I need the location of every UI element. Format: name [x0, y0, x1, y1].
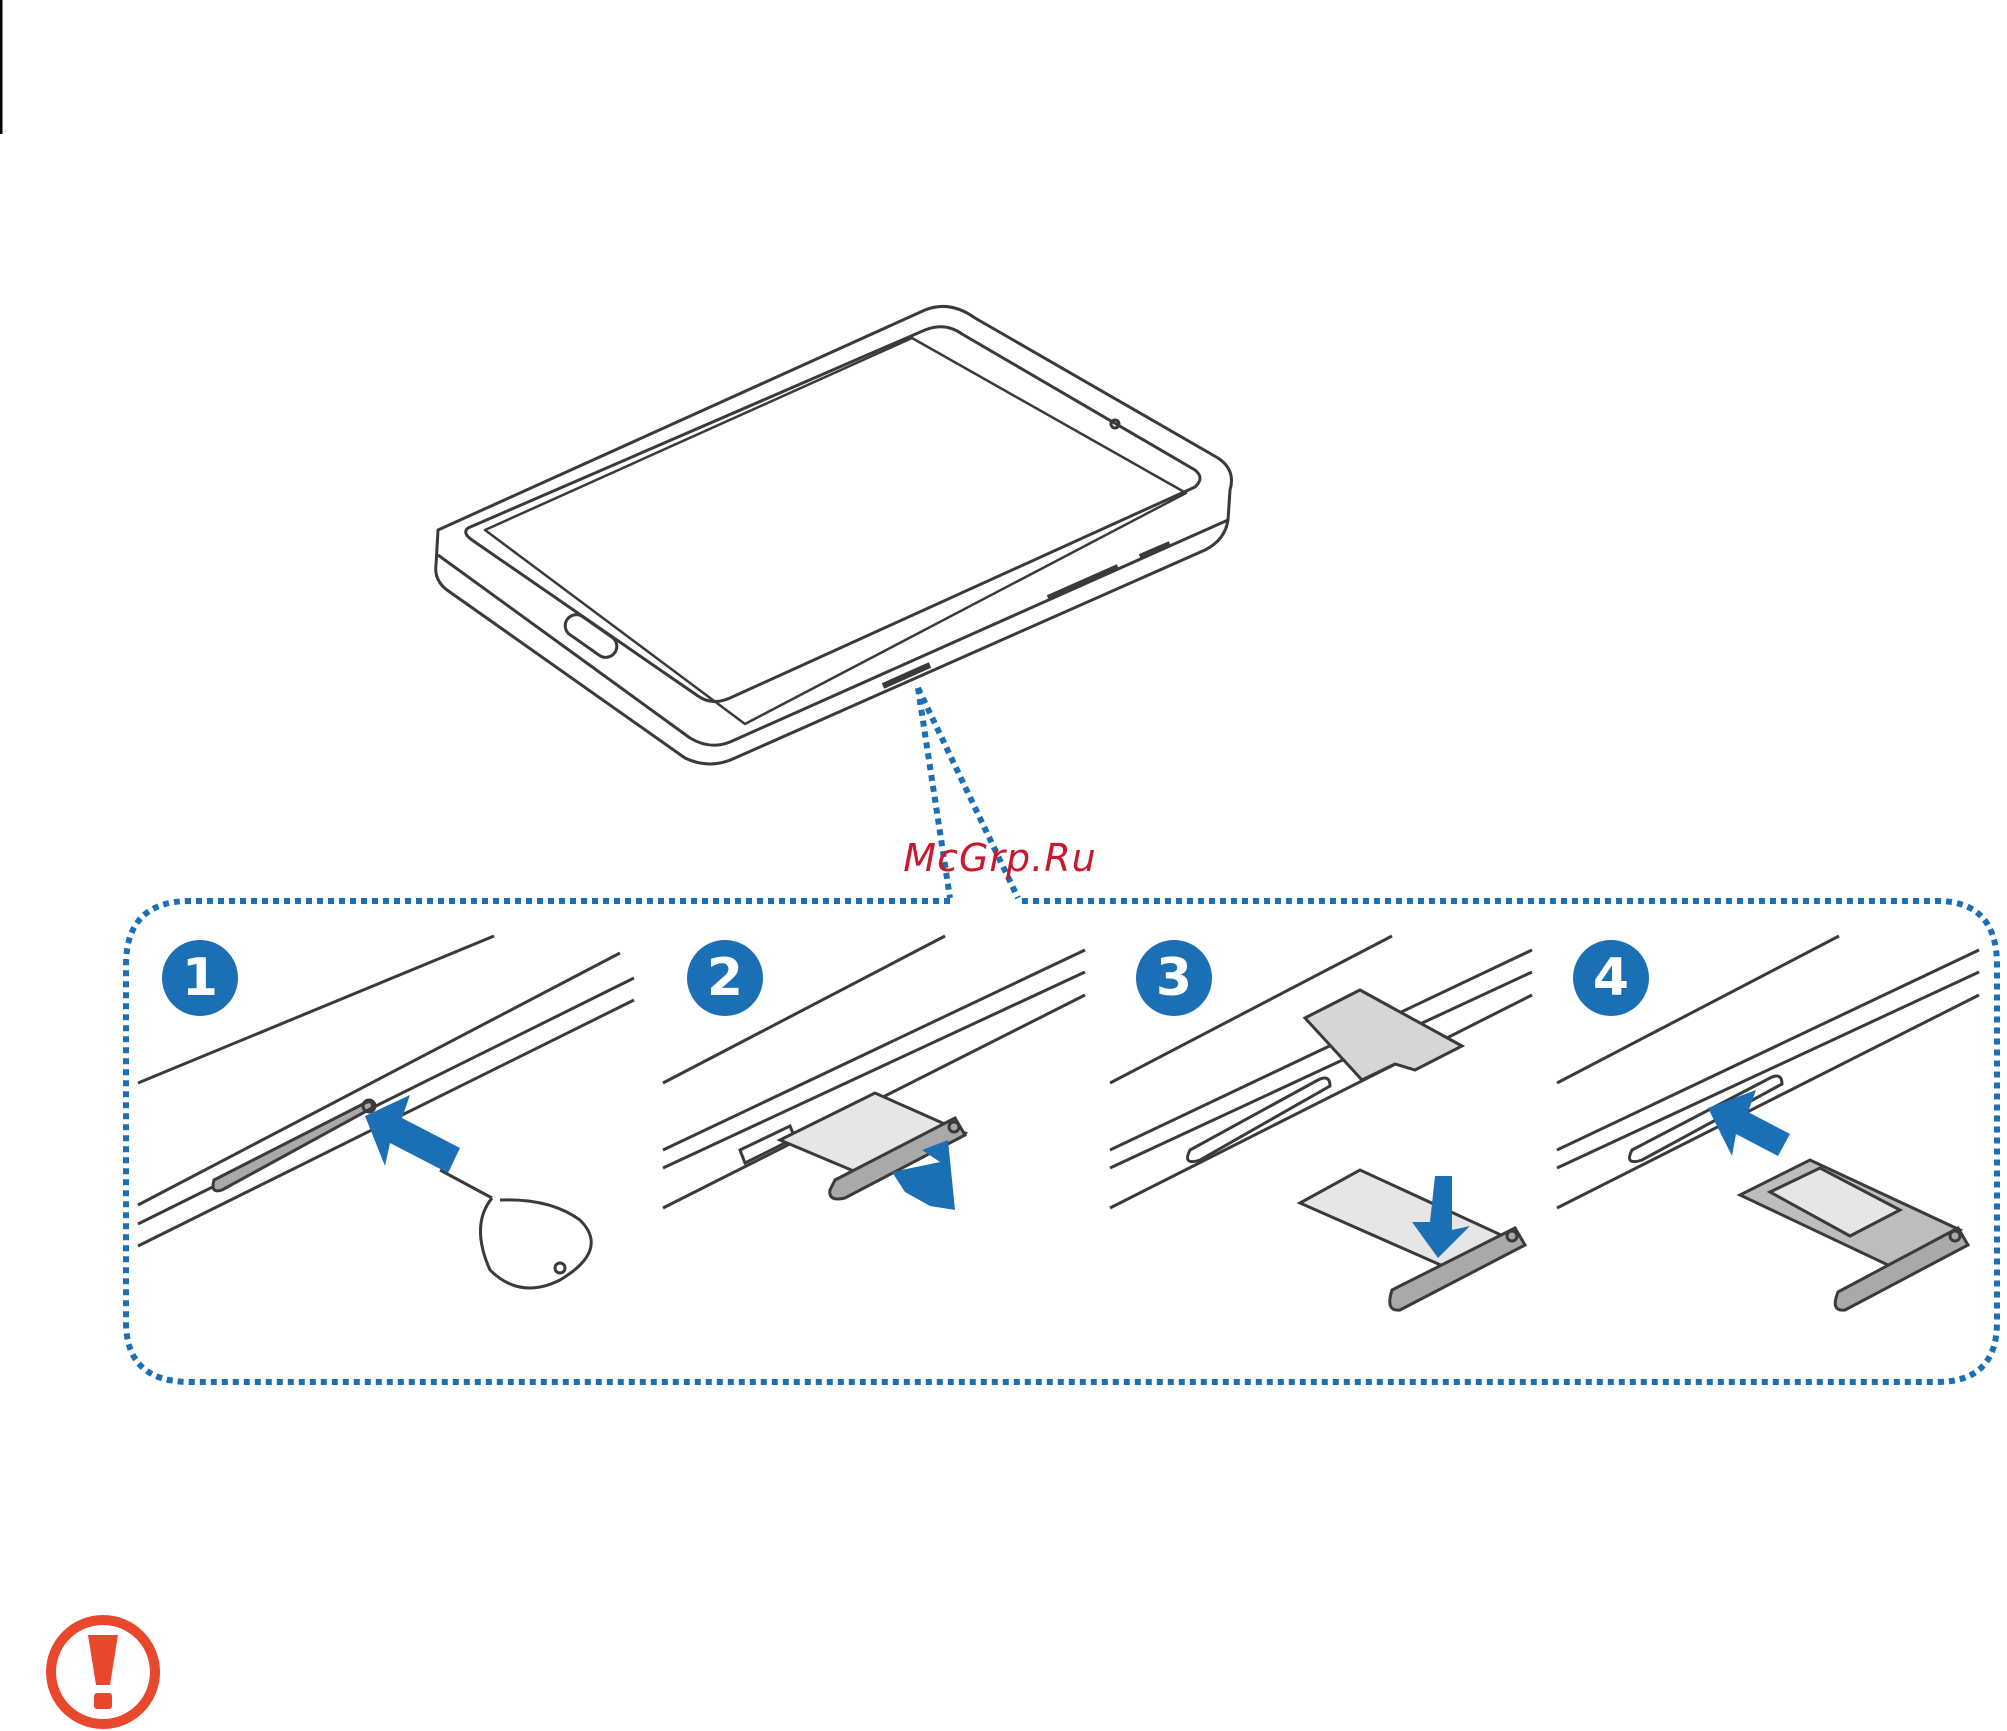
tray-slot-3 [1188, 1078, 1330, 1162]
tablet-edge [438, 520, 1228, 745]
home-button [561, 610, 621, 661]
step-1-badge: 1 [162, 940, 238, 1016]
step-2-badge: 2 [687, 940, 763, 1016]
insert-arrow-4 [1708, 1090, 1790, 1156]
tablet-illustration [436, 306, 1232, 764]
tray-slot-1 [213, 1102, 372, 1191]
caution-exclamation-icon [44, 1613, 162, 1731]
ejection-pin-icon [440, 1170, 591, 1288]
insert-arrow-1 [365, 1095, 460, 1173]
step-3-badge: 3 [1136, 940, 1212, 1016]
watermark-text: McGrp.Ru [880, 836, 1120, 880]
step-4-badge: 4 [1573, 940, 1649, 1016]
power-key [1140, 544, 1170, 557]
